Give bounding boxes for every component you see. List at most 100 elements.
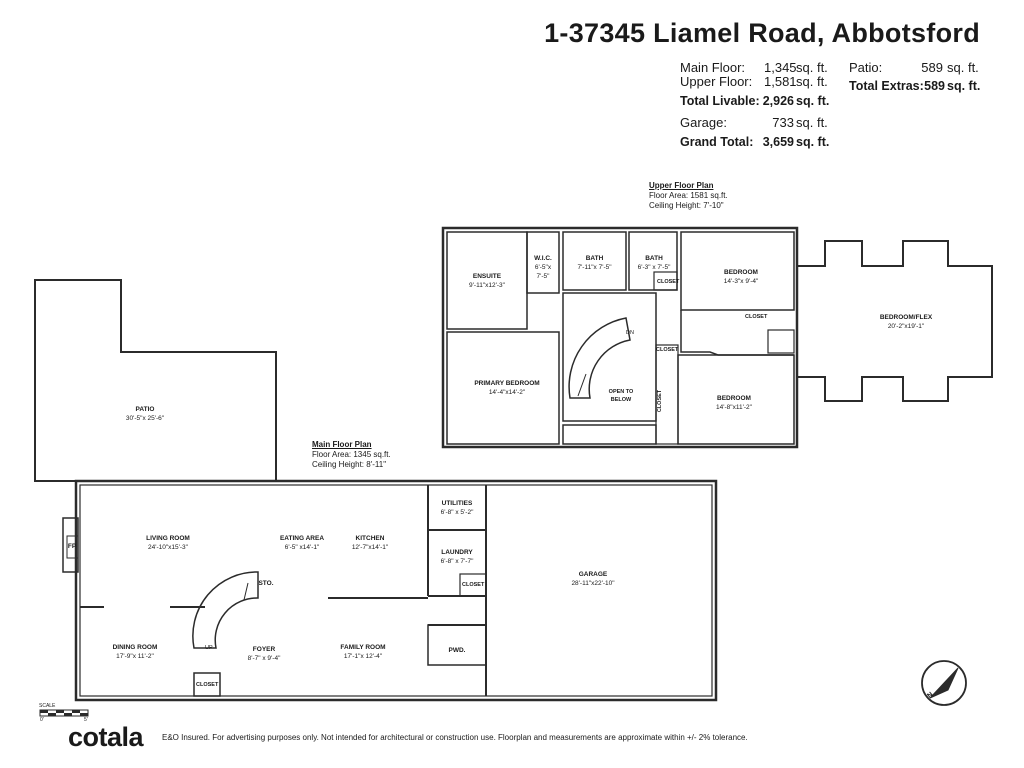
upper-floor-value: 1,581 <box>764 74 797 89</box>
room-bedroom-1: BEDROOM 14'-3"x 9'-4" <box>681 268 801 286</box>
room-dims: 20'-2"x19'-1" <box>887 323 925 330</box>
room-name: GARAGE <box>578 571 608 578</box>
main-floor-unit: sq. ft. <box>796 60 828 75</box>
room-kitchen: KITCHEN 12'-7"x14'-1" <box>340 534 400 552</box>
room-name: DINING ROOM <box>112 644 158 651</box>
room-name: PRIMARY BEDROOM <box>474 380 540 387</box>
stair-up-label: UP <box>205 645 213 651</box>
room-foyer: FOYER 8'-7" x 9'-4" <box>229 645 299 663</box>
upper-plan-title: Upper Floor Plan <box>649 181 714 190</box>
room-primary-bedroom: PRIMARY BEDROOM 14'-4"x14'-2" <box>447 379 567 397</box>
patio-label: Patio: <box>849 60 883 75</box>
brand-logo: cotala <box>68 722 144 752</box>
room-dims: 14'-4"x14'-2" <box>488 389 526 396</box>
patio-outline <box>34 279 277 482</box>
main-plan-ceiling: Ceiling Height: 8'-11" <box>312 460 387 469</box>
upper-floor-label: Upper Floor: <box>680 74 753 89</box>
upper-floor-unit: sq. ft. <box>796 74 828 89</box>
room-powder: PWD. <box>428 646 486 655</box>
closet-label: CLOSET <box>657 279 680 285</box>
scale-start: 0' <box>40 717 44 723</box>
fireplace-label: FP <box>66 542 78 551</box>
total-extras-label: Total Extras: <box>849 79 924 93</box>
main-plan-heading: Main Floor Plan Floor Area: 1345 sq.ft. … <box>312 440 391 470</box>
room-dims: 6'-3" x 7'-5" <box>637 264 671 271</box>
closet-label: CLOSET <box>656 347 679 353</box>
patio-unit: sq. ft. <box>947 60 979 75</box>
room-dims: 17'-1"x 12'-4" <box>343 653 383 660</box>
closet-label: CLOSET <box>196 682 219 688</box>
main-floor-label: Main Floor: <box>680 60 746 75</box>
room-name: BELOW <box>610 397 632 403</box>
room-dining: DINING ROOM 17'-9"x 11'-2" <box>90 643 180 661</box>
upper-plan-floor-area: Floor Area: 1581 sq.ft. <box>649 191 728 200</box>
room-dims: 7'-11"x 7'-5" <box>577 264 612 271</box>
room-name: ENSUITE <box>472 273 502 280</box>
room-name: BEDROOM <box>724 269 758 276</box>
main-stair <box>192 571 259 649</box>
room-bedroom-flex: BEDROOM/FLEX 20'-2"x19'-1" <box>846 313 966 331</box>
room-dims: 9'-11"x12'-3" <box>469 282 505 289</box>
room-name: PWD. <box>448 647 466 654</box>
room-utilities: UTILITIES 6'-8" x 5'-2" <box>428 499 486 517</box>
upper-plan-heading: Upper Floor Plan Floor Area: 1581 sq.ft.… <box>649 181 728 211</box>
room-bath-2: BATH 6'-3" x 7'-5" <box>629 254 679 272</box>
room-dims: 8'-7" x 9'-4" <box>247 655 281 662</box>
room-bath-1: BATH 7'-11"x 7'-5" <box>563 254 626 272</box>
room-dims: 14'-8"x11'-2" <box>716 404 752 411</box>
flex-room-outline <box>796 240 993 402</box>
room-living: LIVING ROOM 24'-10"x15'-3" <box>118 534 218 552</box>
room-dims: 6'-8" x 7'-7" <box>440 558 474 565</box>
main-plan-floor-area: Floor Area: 1345 sq.ft. <box>312 450 391 459</box>
room-dims: 28'-11"x22'-10" <box>571 580 615 587</box>
room-name: FP <box>67 543 77 550</box>
closet-label: CLOSET <box>462 582 485 588</box>
compass <box>921 660 967 706</box>
total-livable-value: 2,926 <box>762 94 794 108</box>
room-patio: PATIO 30'-5"x 25'-6" <box>100 405 190 423</box>
room-name: UTILITIES <box>441 500 473 507</box>
room-dims: 7'-5" <box>536 273 550 280</box>
upper-plan-ceiling: Ceiling Height: 7'-10" <box>649 201 724 210</box>
room-dims: 12'-7"x14'-1" <box>351 544 389 551</box>
main-floor-value: 1,345 <box>764 60 797 75</box>
grand-total-value: 3,659 <box>762 135 794 149</box>
main-floor-outline <box>74 479 718 702</box>
room-name: OPEN TO <box>608 389 634 395</box>
room-bedroom-2: BEDROOM 14'-8"x11'-2" <box>674 394 794 412</box>
room-dims: 14'-3"x 9'-4" <box>723 278 759 285</box>
total-livable-unit: sq. ft. <box>796 94 830 108</box>
room-name: BATH <box>585 255 604 262</box>
property-address-title: 1-37345 Liamel Road, Abbotsford <box>544 18 980 48</box>
main-floor-inner <box>79 484 713 697</box>
total-livable-label: Total Livable: <box>680 94 760 108</box>
upper-stair <box>568 317 631 399</box>
room-name: STO. <box>258 580 274 587</box>
room-name: FOYER <box>252 646 276 653</box>
room-name: BEDROOM/FLEX <box>879 314 933 321</box>
room-dims: 30'-5"x 25'-6" <box>125 415 165 422</box>
room-dims: 17'-9"x 11'-2" <box>116 653 154 660</box>
room-name: LAUNDRY <box>441 549 473 556</box>
room-name: PATIO <box>135 406 155 413</box>
room-dims: 6'-5"x <box>534 264 552 271</box>
grand-total-label: Grand Total: <box>680 135 754 149</box>
room-ensuite: ENSUITE 9'-11"x12'-3" <box>447 272 527 290</box>
room-wic: W.I.C. 6'-5"x 7'-5" <box>527 254 559 281</box>
room-name: BEDROOM <box>717 395 751 402</box>
room-name: LIVING ROOM <box>146 535 190 542</box>
room-dims: 6'-5" x14'-1" <box>284 544 320 551</box>
total-extras-value: 589 <box>924 79 945 93</box>
garage-value: 733 <box>772 115 794 130</box>
room-garage: GARAGE 28'-11"x22'-10" <box>553 570 633 588</box>
room-name: KITCHEN <box>355 535 385 542</box>
room-laundry: LAUNDRY 6'-8" x 7'-7" <box>428 548 486 566</box>
total-extras-unit: sq. ft. <box>947 79 981 93</box>
room-name: W.I.C. <box>534 255 552 262</box>
grand-total-unit: sq. ft. <box>796 135 830 149</box>
room-dims: 24'-10"x15'-3" <box>148 544 188 551</box>
room-open-to-below: OPEN TO BELOW <box>596 388 646 404</box>
room-name: BATH <box>645 255 663 262</box>
scale-end: 5' <box>84 717 88 723</box>
